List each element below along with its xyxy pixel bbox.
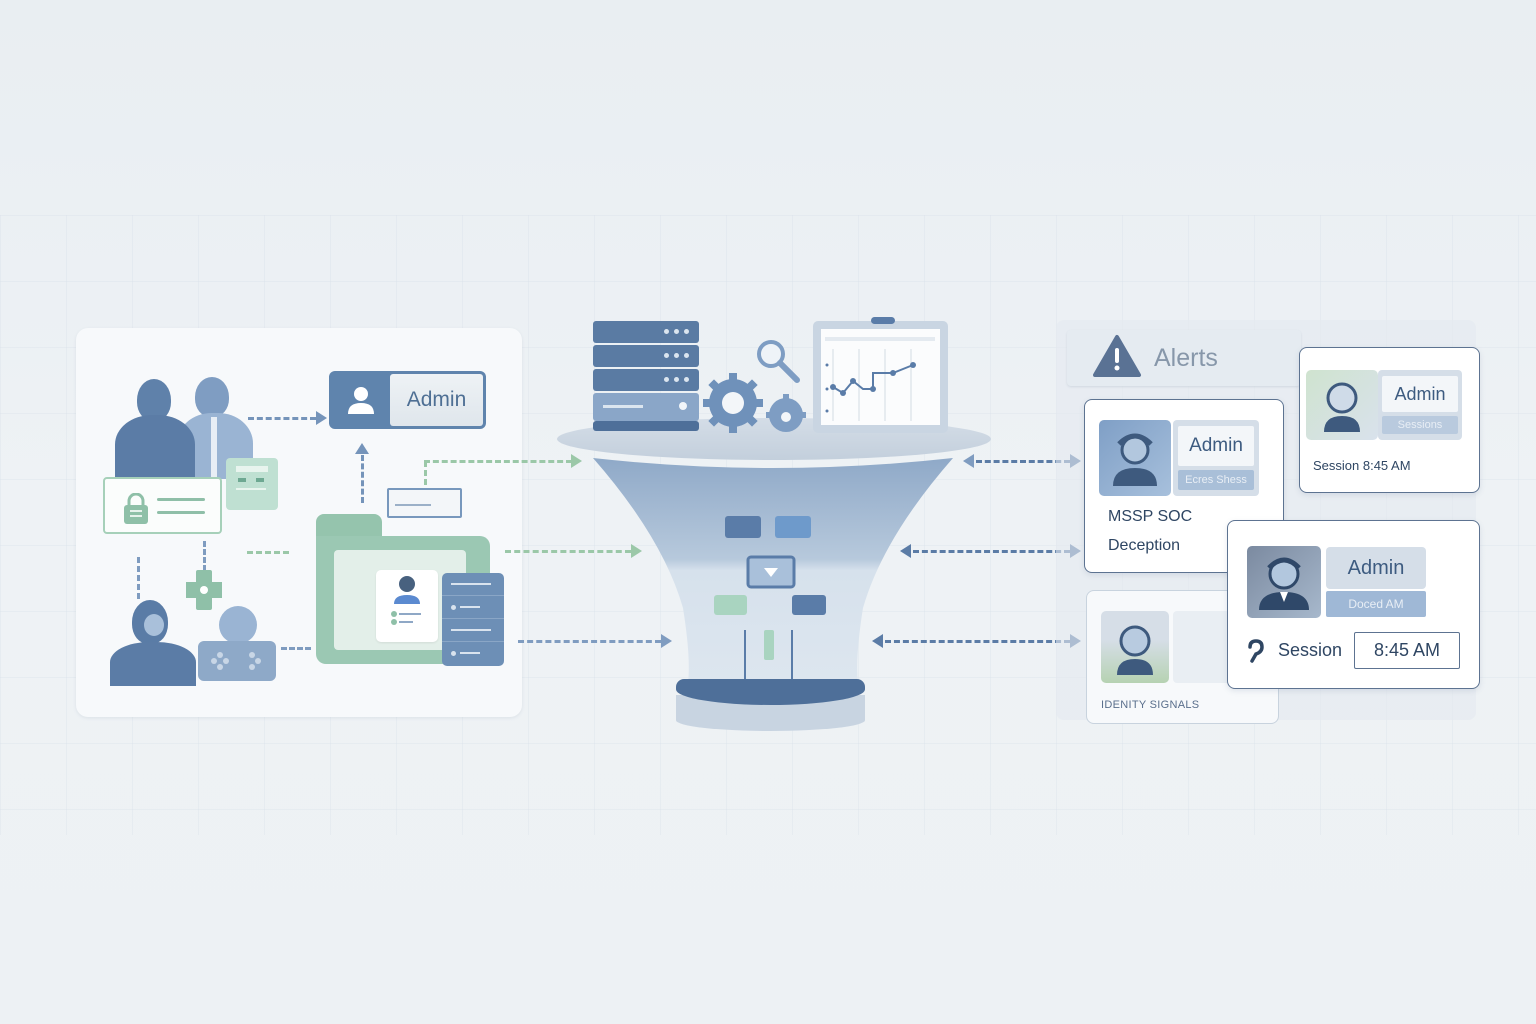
admin-role-chip[interactable]: Admin [329, 371, 486, 429]
line-chart [821, 329, 940, 425]
arrow-left-icon [872, 634, 883, 648]
connector-line [424, 461, 427, 485]
alerts-label: Alerts [1154, 343, 1218, 372]
data-flow-arrow [885, 640, 1070, 643]
funnel-base-top [676, 679, 865, 705]
connector-line [361, 455, 364, 503]
connector-line [203, 541, 206, 571]
funnel-icon [593, 458, 953, 703]
data-flow-arrow [976, 460, 1070, 463]
session-detail-card[interactable]: Admin Doced AM Session 8:45 AM [1227, 520, 1480, 689]
arrow-right-icon [571, 454, 582, 468]
plus-node-icon [184, 570, 224, 610]
card-line-2: Deception [1108, 537, 1181, 554]
message-icon [387, 488, 462, 518]
arrow-left-icon [900, 544, 911, 558]
bot-avatar-icon [219, 606, 257, 644]
session-text: Session 8:45 AM [1313, 458, 1411, 473]
admin-label: Admin [390, 374, 483, 426]
avatar [1306, 370, 1378, 440]
card-line-1: MSSP SOC [1108, 508, 1193, 525]
role-subtitle: Doced AM [1326, 591, 1426, 617]
people-group-icon [115, 375, 255, 480]
magnifier-icon [753, 338, 801, 386]
arrow-right-icon [631, 544, 642, 558]
data-flow-arrow [505, 550, 631, 553]
help-icon [1246, 639, 1264, 670]
role-name: Admin [1178, 426, 1254, 466]
identity-signals-label: IDENITY SIGNALS [1101, 699, 1200, 711]
connector-line [281, 647, 311, 650]
session-time-field[interactable]: 8:45 AM [1354, 632, 1460, 669]
gears-icon [700, 373, 815, 435]
avatar [1101, 611, 1169, 683]
avatar [1099, 420, 1171, 496]
person-icon [110, 600, 200, 686]
data-flow-arrow [424, 460, 572, 463]
warning-icon [1092, 334, 1142, 383]
session-label: Session [1278, 640, 1343, 660]
chat-bubble-icon [226, 458, 278, 510]
server-rack-icon [593, 321, 699, 431]
role-subtitle: Ecres Shess [1178, 470, 1254, 490]
data-flow-arrow [518, 640, 661, 643]
user-icon [332, 374, 390, 426]
profile-card [376, 570, 438, 642]
connector-line [248, 417, 316, 420]
avatar [1247, 546, 1321, 618]
arrow-up-icon [355, 443, 369, 454]
arrow-right-icon [316, 411, 327, 425]
role-name: Admin [1382, 376, 1458, 412]
chart-monitor-icon [813, 317, 948, 433]
folder-profile-icon [316, 514, 490, 664]
alerts-header[interactable]: Alerts [1067, 330, 1301, 386]
alert-card-session[interactable]: Admin Sessions Session 8:45 AM [1299, 347, 1480, 493]
arrow-right-icon [661, 634, 672, 648]
data-flow-arrow [913, 550, 1070, 553]
arrow-left-icon [963, 454, 974, 468]
role-subtitle: Sessions [1382, 416, 1458, 434]
lock-icon [121, 492, 151, 525]
role-name: Admin [1326, 547, 1426, 589]
server-stack-icon [442, 573, 504, 666]
connector-line [247, 551, 289, 554]
connector-line [137, 557, 140, 599]
gamepad-icon [198, 641, 276, 681]
credential-card [103, 477, 222, 534]
